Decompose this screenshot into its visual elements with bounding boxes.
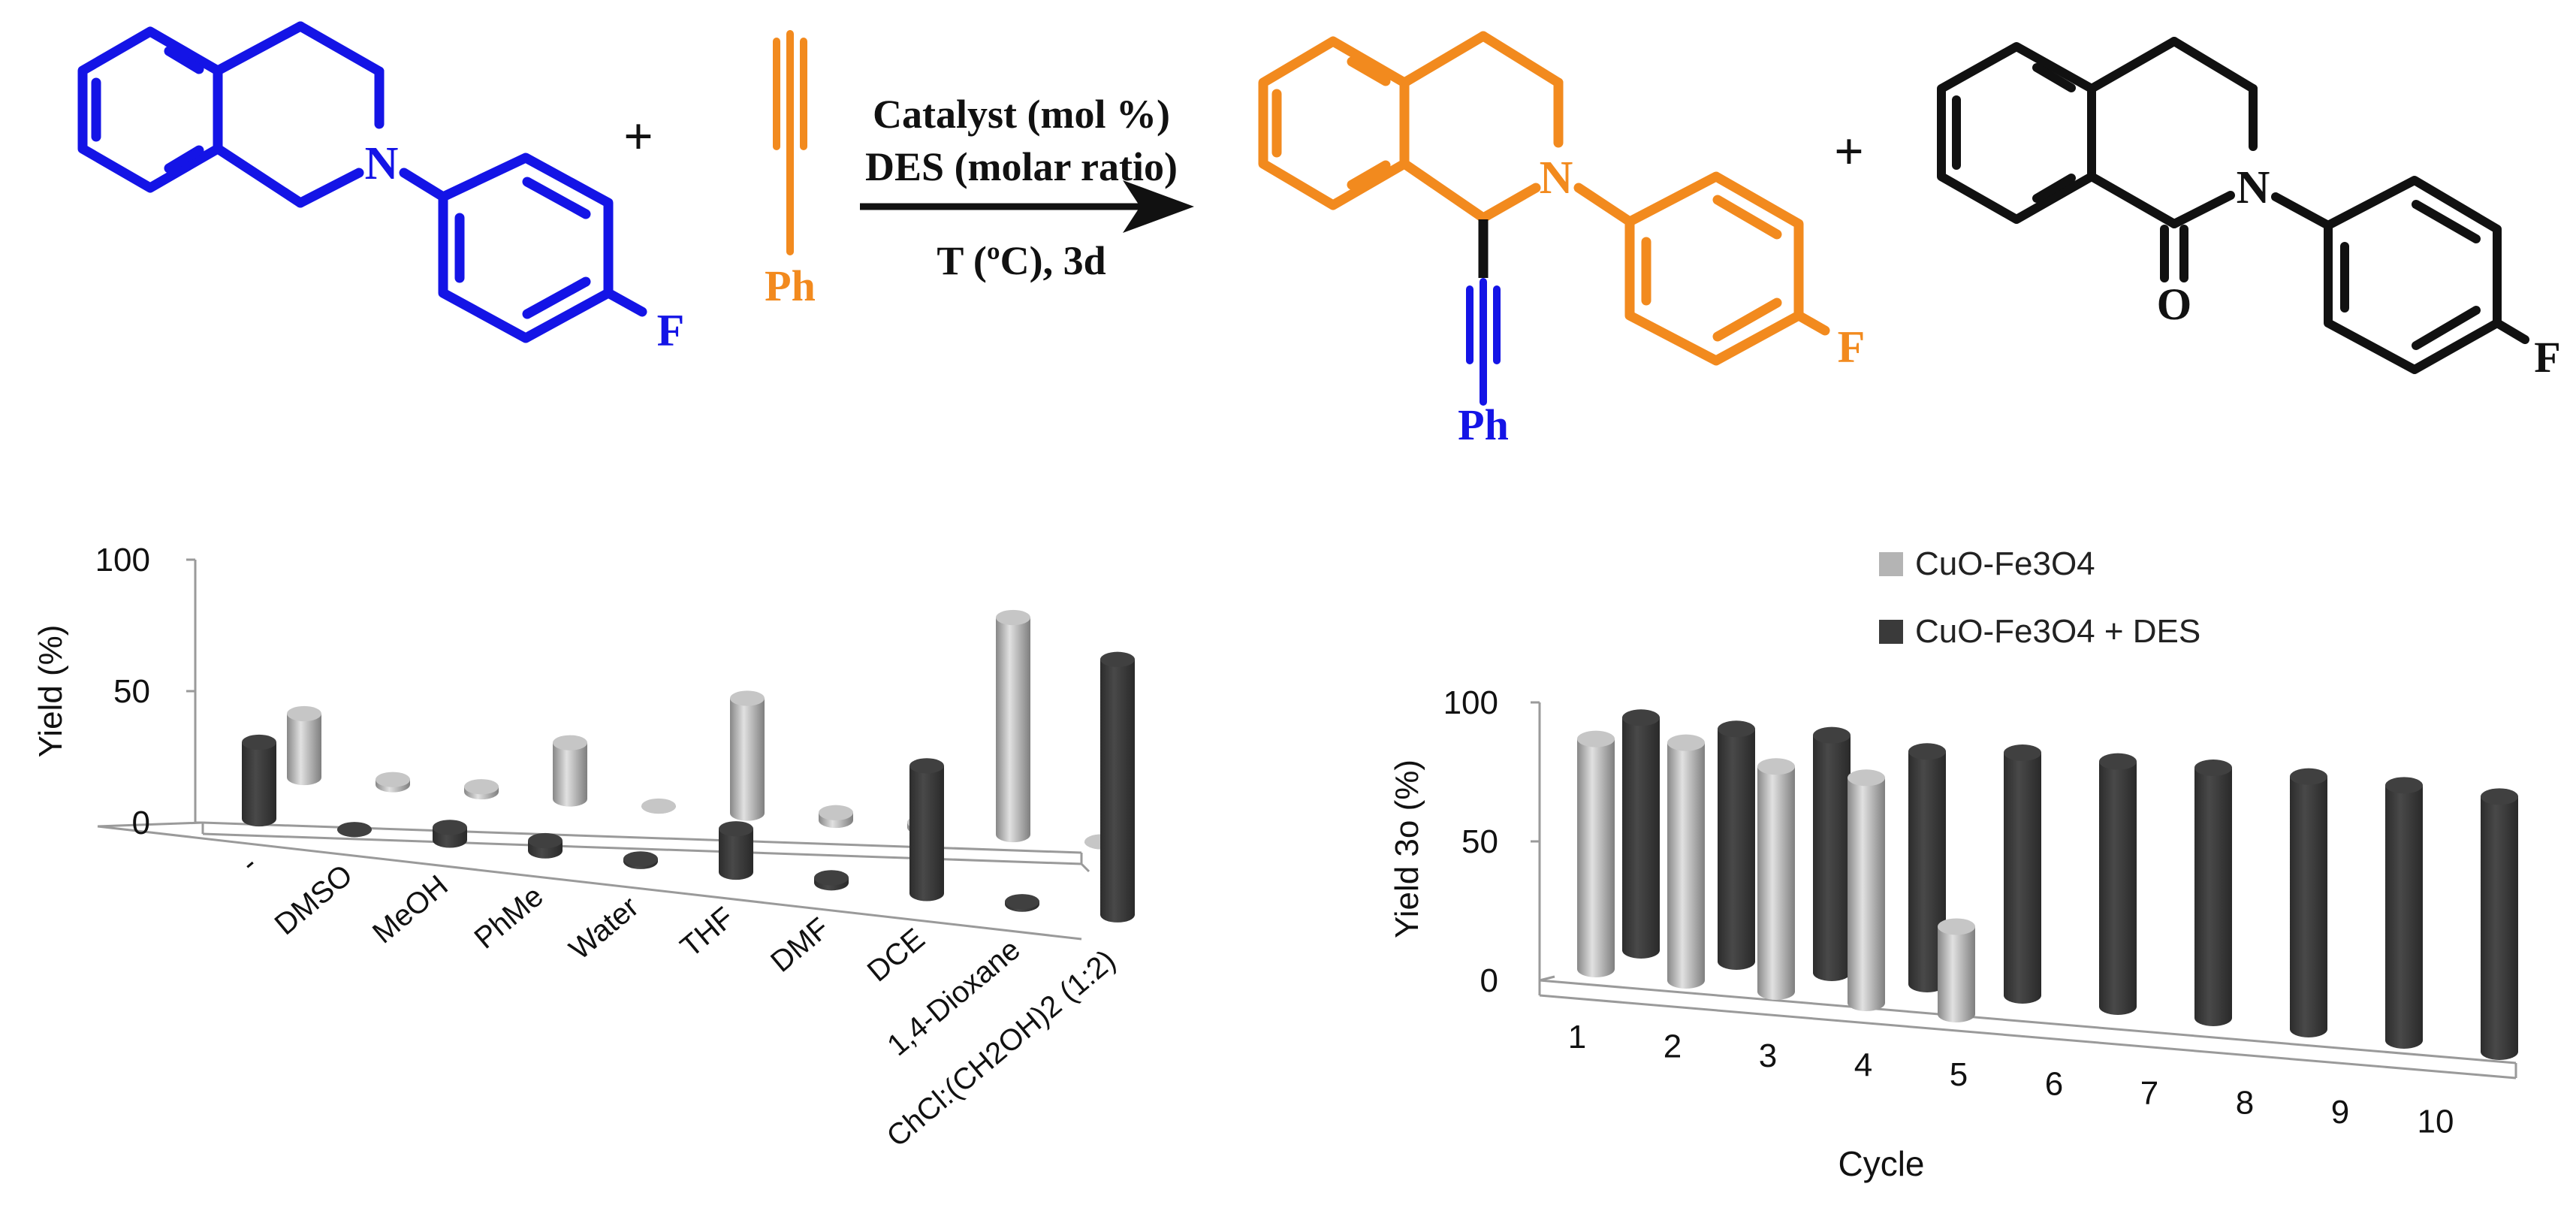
chart2-bar-des [2004,744,2041,1004]
chart2-bar-catalyst [1577,730,1615,977]
chart-recycling: CuO-Fe3O4 CuO-Fe3O4 + DES 0 50 100 Yield 3… [1389,545,2518,1183]
chart2-x-tick: 6 [2045,1066,2063,1103]
chart2-bar-catalyst [1938,918,1975,1022]
chart2-x-tick: 1 [1568,1019,1586,1055]
chart1-bar-dark [242,734,276,827]
chart2-x-tick: 7 [2140,1075,2158,1112]
chart1-bar-light [287,705,321,786]
chart1-x-tick: Water [563,890,645,966]
chart2-bar-des [2481,788,2518,1060]
condition-des: DES (molar ratio) [865,144,1178,189]
chart2-x-tick: 4 [1854,1047,1872,1084]
chart1-x-tick: DMF [765,911,836,978]
chart2-bar-des [2290,768,2327,1037]
chart1-x-tick: MeOH [366,869,454,950]
chart1-x-tick: DMSO [269,858,359,941]
chart2-bar-des [1718,720,1755,970]
legend-label-cuo-fe3o4-des: CuO-Fe3O4 + DES [1915,613,2200,650]
chart2-bar-des [2099,753,2137,1015]
chart2-x-tick: 5 [1950,1056,1968,1093]
chart1-x-tick: THF [674,901,741,964]
chart1-x-tick: DCE [861,923,931,989]
chart2-y-tick: 50 [1461,823,1498,860]
chart1-bar-dark [1100,651,1135,923]
chart2-y-tick: 100 [1443,684,1498,721]
chart1-bar-light [641,798,676,814]
chart2-y-tick-labels: 0 50 100 [1443,684,1498,999]
alkyne-molecule [773,30,807,255]
chart1-bar-light [376,772,410,793]
chart1-bar-dark [814,870,849,891]
chart1-bar-light [996,609,1030,843]
legend-swatch-cuo-fe3o4 [1879,552,1903,576]
chart1-bar-light [819,805,853,829]
chart1-y-tick: 100 [95,542,150,578]
chart2-bar-des [1813,726,1851,981]
condition-temperature: T (ºC), 3d [937,238,1106,283]
side-product-n-label: N [2237,162,2270,213]
plus-sign-1: + [623,108,653,166]
chart2-bar-des [2385,777,2423,1049]
chart2-y-axis-label: Yield 3o (%) [1389,760,1425,938]
chart1-x-tick: - [234,847,263,879]
chart2-x-tick: 2 [1664,1028,1682,1065]
legend-label-cuo-fe3o4: CuO-Fe3O4 [1915,545,2095,582]
chart1-bars [242,609,1135,923]
chart2-x-tick: 3 [1759,1037,1777,1074]
product-n-label: N [1540,153,1573,204]
product-alkynyl-group [1466,278,1501,406]
chart1-bar-light [464,779,499,800]
product-f-label: F [1838,322,1866,372]
chart1-bar-light [553,735,587,807]
product-molecule [1258,31,1830,366]
reactant-n-label: N [365,138,399,189]
chart1-bar-dark [719,821,753,880]
chart2-x-tick-labels: 1 2 3 4 5 6 7 8 9 10 [1568,1019,2454,1140]
chart2-x-tick: 8 [2236,1085,2254,1122]
side-product-o-label: O [2157,279,2192,329]
chart1-y-tick: 0 [132,805,150,841]
chart2-bar-catalyst [1757,758,1795,1000]
chart1-y-tick-labels: 0 50 100 [95,542,150,841]
chart2-x-tick: 10 [2418,1104,2454,1140]
chart1-bar-dark [623,851,658,869]
chart1-bar-dark [1005,894,1039,912]
chart2-axes [1531,701,2517,1080]
reaction-scheme: N F + Ph Catalyst (mol %) DES (molar rat… [77,21,2561,449]
chart1-bar-dark [337,822,373,838]
chart1-x-tick: PhMe [468,880,549,956]
side-product-f-label: F [2534,333,2560,382]
reaction-arrow-head [1123,180,1194,233]
chart1-bar-light [730,690,765,821]
chart2-bar-des [1908,743,1946,992]
chart1-bar-dark [528,832,563,859]
chart2-bar-des [1622,709,1660,959]
chart2-bar-catalyst [1848,769,1885,1011]
chart1-bar-dark [909,758,944,901]
plus-sign-2: + [1834,123,1864,181]
chart2-x-axis-label: Cycle [1838,1144,1924,1183]
chart1-y-axis-label: Yield (%) [32,625,69,758]
condition-catalyst: Catalyst (mol %) [873,92,1170,137]
product-ph-label: Ph [1458,400,1509,449]
chart2-bars [1577,709,2518,1060]
chart2-legend: CuO-Fe3O4 CuO-Fe3O4 + DES [1879,545,2200,650]
legend-swatch-cuo-fe3o4-des [1879,620,1903,644]
reactant-f-label: F [657,306,685,355]
chart2-bar-des [2194,760,2232,1026]
side-product-molecule [1937,37,2529,374]
chart1-bar-dark [433,820,467,848]
chart2-bar-catalyst [1667,734,1705,989]
reactant-molecule [77,21,647,343]
chart2-y-tick: 0 [1480,962,1498,999]
alkyne-ph-label: Ph [765,261,816,310]
chart1-y-tick: 50 [113,673,150,710]
chart2-x-tick: 9 [2331,1094,2349,1131]
